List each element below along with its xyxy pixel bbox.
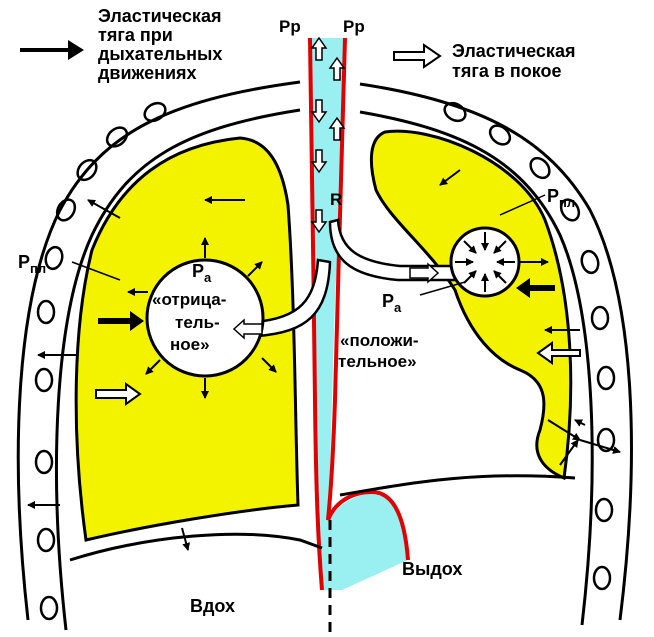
label-negative-line2: тель- (175, 313, 220, 332)
label-pr-right: Pр (343, 17, 365, 36)
legend-rest-line2: тяга в покое (452, 61, 562, 81)
legend-hollow-arrow (394, 45, 440, 67)
legend-breathing-line1: Эластическая (98, 6, 221, 26)
label-pleural-right: Pпл (547, 186, 575, 210)
label-pr-left: Pр (279, 17, 301, 36)
label-resistance: R (330, 190, 342, 209)
legend-breathing-line3: дыхательных (98, 44, 222, 64)
label-inhale: Вдох (190, 596, 235, 616)
label-positive-line1: «положи- (340, 331, 419, 350)
right-lung (371, 131, 570, 478)
label-alveolar-right: Pа (382, 291, 402, 315)
legend-breathing-line4: движениях (98, 63, 197, 83)
label-negative-line3: ное» (170, 335, 210, 354)
label-positive-line2: тельное» (338, 352, 417, 371)
label-negative-line1: «отрица- (152, 290, 226, 309)
label-exhale: Выдох (402, 559, 462, 579)
legend-rest-line1: Эластическая (452, 41, 575, 61)
legend-solid-arrow (20, 40, 84, 60)
diaphragm-inhale (70, 534, 322, 560)
legend-breathing-line2: тяга при (98, 25, 173, 45)
